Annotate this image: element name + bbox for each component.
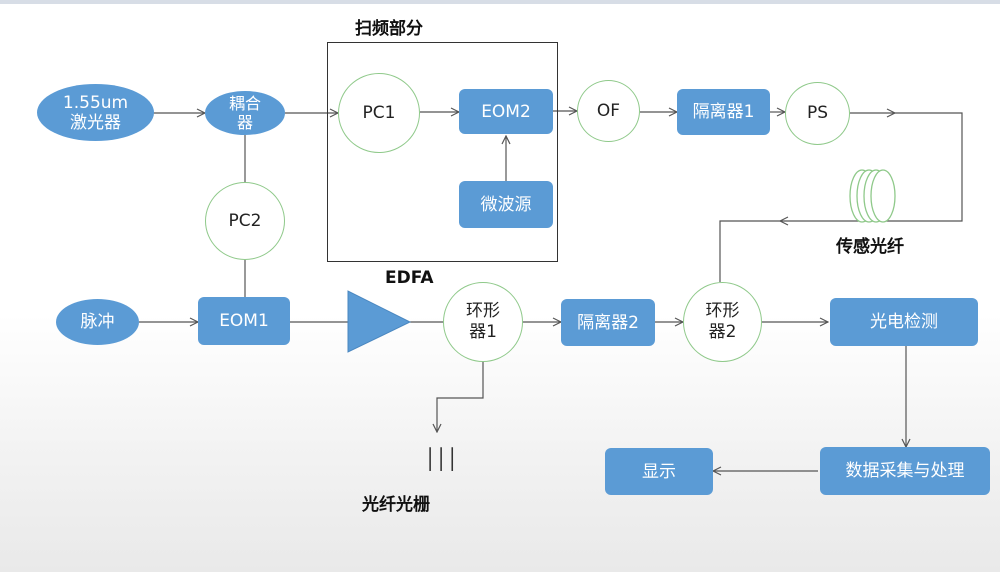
photodetect-node: 光电检测 xyxy=(830,298,978,346)
display-node: 显示 xyxy=(605,448,713,495)
isolator1-node: 隔离器1 xyxy=(677,89,770,135)
line-loop-circulator2 xyxy=(719,220,780,282)
fbg-label: 光纤光栅 xyxy=(362,495,430,515)
window-top-strip xyxy=(0,0,1000,4)
eom2-node: EOM2 xyxy=(459,89,553,134)
fiber-coil-symbol xyxy=(849,169,896,223)
edfa-amplifier-symbol xyxy=(347,290,412,353)
arrow-circulator1-fbg xyxy=(437,362,484,432)
edfa-label: EDFA xyxy=(385,268,434,288)
ps-node: PS xyxy=(785,82,850,145)
laser-node: 1.55um 激光器 xyxy=(37,84,154,141)
circulator1-node: 环形 器1 xyxy=(443,282,523,362)
coupler-node: 耦合 器 xyxy=(205,91,285,135)
sensing-fiber-label: 传感光纤 xyxy=(836,237,904,257)
pc2-node: PC2 xyxy=(205,182,285,260)
isolator2-node: 隔离器2 xyxy=(561,299,655,346)
fbg-symbol: │││ xyxy=(424,447,458,471)
circulator2-node: 环形 器2 xyxy=(683,282,762,362)
microwave-node: 微波源 xyxy=(459,181,553,228)
scan-section-label: 扫频部分 xyxy=(355,19,423,39)
eom1-node: EOM1 xyxy=(198,297,290,345)
scan-section-frame xyxy=(327,42,558,262)
daq-node: 数据采集与处理 xyxy=(820,447,990,495)
of-node: OF xyxy=(577,80,640,142)
pc1-node: PC1 xyxy=(338,73,420,153)
pulse-node: 脉冲 xyxy=(56,299,139,345)
